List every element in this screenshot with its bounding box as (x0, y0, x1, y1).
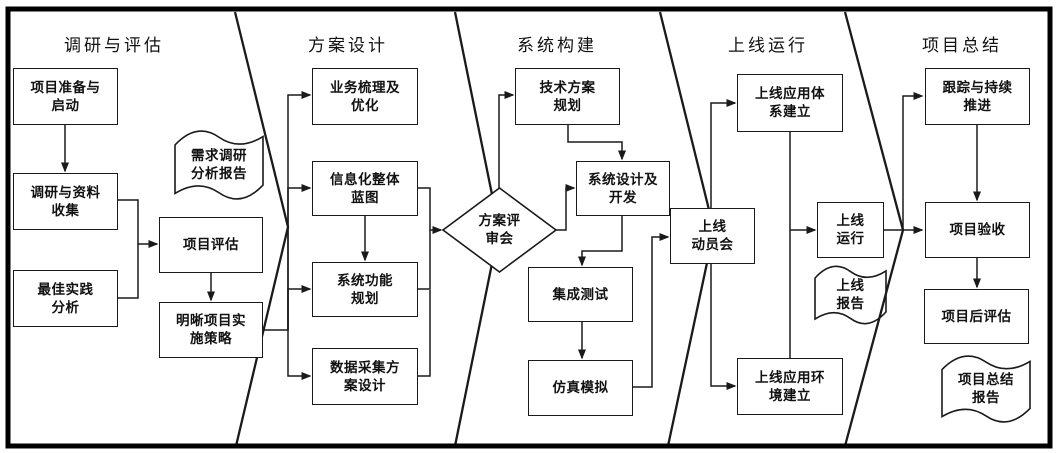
phase-separator-4 (843, 11, 905, 447)
document-shape-reqreport (174, 130, 264, 200)
edge-simu-mobilize (633, 233, 670, 388)
edge-datacol-review (418, 290, 431, 377)
edge-strategy-sysfunc (287, 285, 312, 330)
diagram-frame (5, 6, 1053, 449)
edge-strategy-datacol (287, 330, 312, 380)
edge-blueprint-review (418, 187, 443, 234)
edge-mobilize-appenv (710, 264, 737, 390)
decision-shape-review (441, 187, 558, 273)
edge-bestprac-projeval (118, 244, 139, 299)
edge-sysfunc-review (418, 230, 431, 290)
document-shape-summary (941, 355, 1031, 423)
phase-separator-1 (233, 11, 290, 447)
edge-sysdev-inttest (578, 216, 623, 267)
document-shape-goreport (814, 265, 887, 325)
edge-strategy-blueprint (287, 184, 312, 330)
edge-mobilize-appsys (710, 99, 737, 208)
edge-golive-tracking (902, 92, 924, 230)
edge-collect-projeval (118, 199, 159, 248)
edge-techplan-sysdev (567, 125, 626, 161)
edge-review-techplan (498, 91, 515, 188)
edge-strategy-bizsort (263, 91, 312, 331)
phase-separator-3 (658, 11, 716, 447)
edge-review-sysdev (556, 184, 576, 231)
